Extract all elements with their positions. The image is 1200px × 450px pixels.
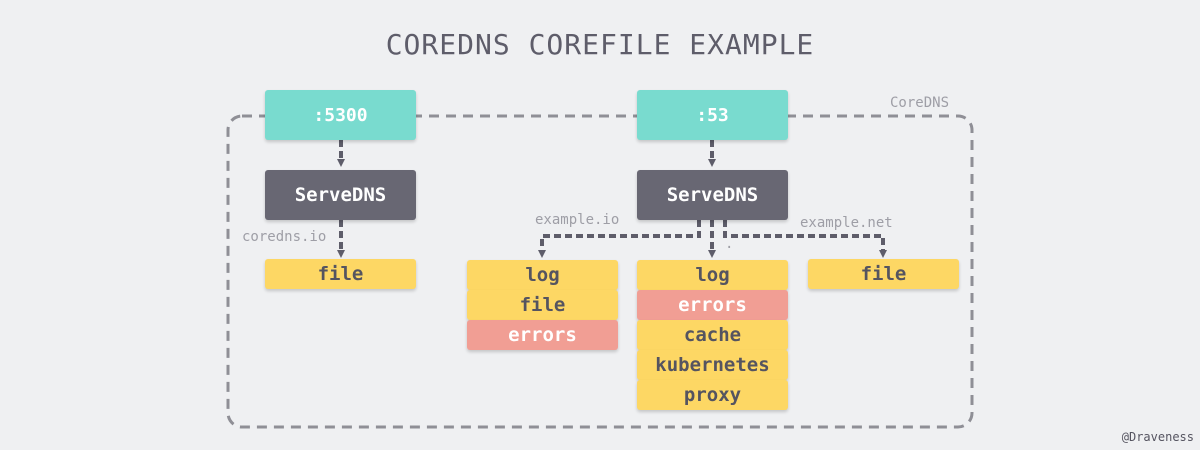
plugin-kubernetes-root: kubernetes xyxy=(637,350,788,380)
plugin-log-example-io: log xyxy=(467,260,618,290)
zone-label-example-net: example.net xyxy=(800,215,893,231)
arrow-servedns-to-example-net xyxy=(723,220,887,258)
arrow-servedns-to-example-io xyxy=(538,220,701,258)
port-53-box: :53 xyxy=(637,90,788,140)
plugin-cache-root: cache xyxy=(637,320,788,350)
coredns-container-label: CoreDNS xyxy=(890,95,950,111)
port-5300-box: :5300 xyxy=(265,90,416,140)
plugin-proxy-root: proxy xyxy=(637,380,788,410)
plugin-errors-example-io: errors xyxy=(467,320,618,350)
plugin-file-example-net: file xyxy=(808,259,959,289)
plugin-log-root: log xyxy=(637,260,788,290)
zone-label-coredns-io: coredns.io xyxy=(242,229,327,245)
coredns-container xyxy=(226,114,974,429)
plugin-file-coredns-io: file xyxy=(265,259,416,289)
author-credit: @Draveness xyxy=(1121,430,1194,444)
servedns-right-box: ServeDNS xyxy=(637,170,788,220)
servedns-left-box: ServeDNS xyxy=(265,170,416,220)
page-title: COREDNS COREFILE EXAMPLE xyxy=(385,28,815,61)
plugin-file-example-io: file xyxy=(467,290,618,320)
plugin-errors-root: errors xyxy=(637,290,788,320)
zone-label-example-io: example.io xyxy=(535,212,620,228)
zone-label-root: . xyxy=(725,236,734,252)
